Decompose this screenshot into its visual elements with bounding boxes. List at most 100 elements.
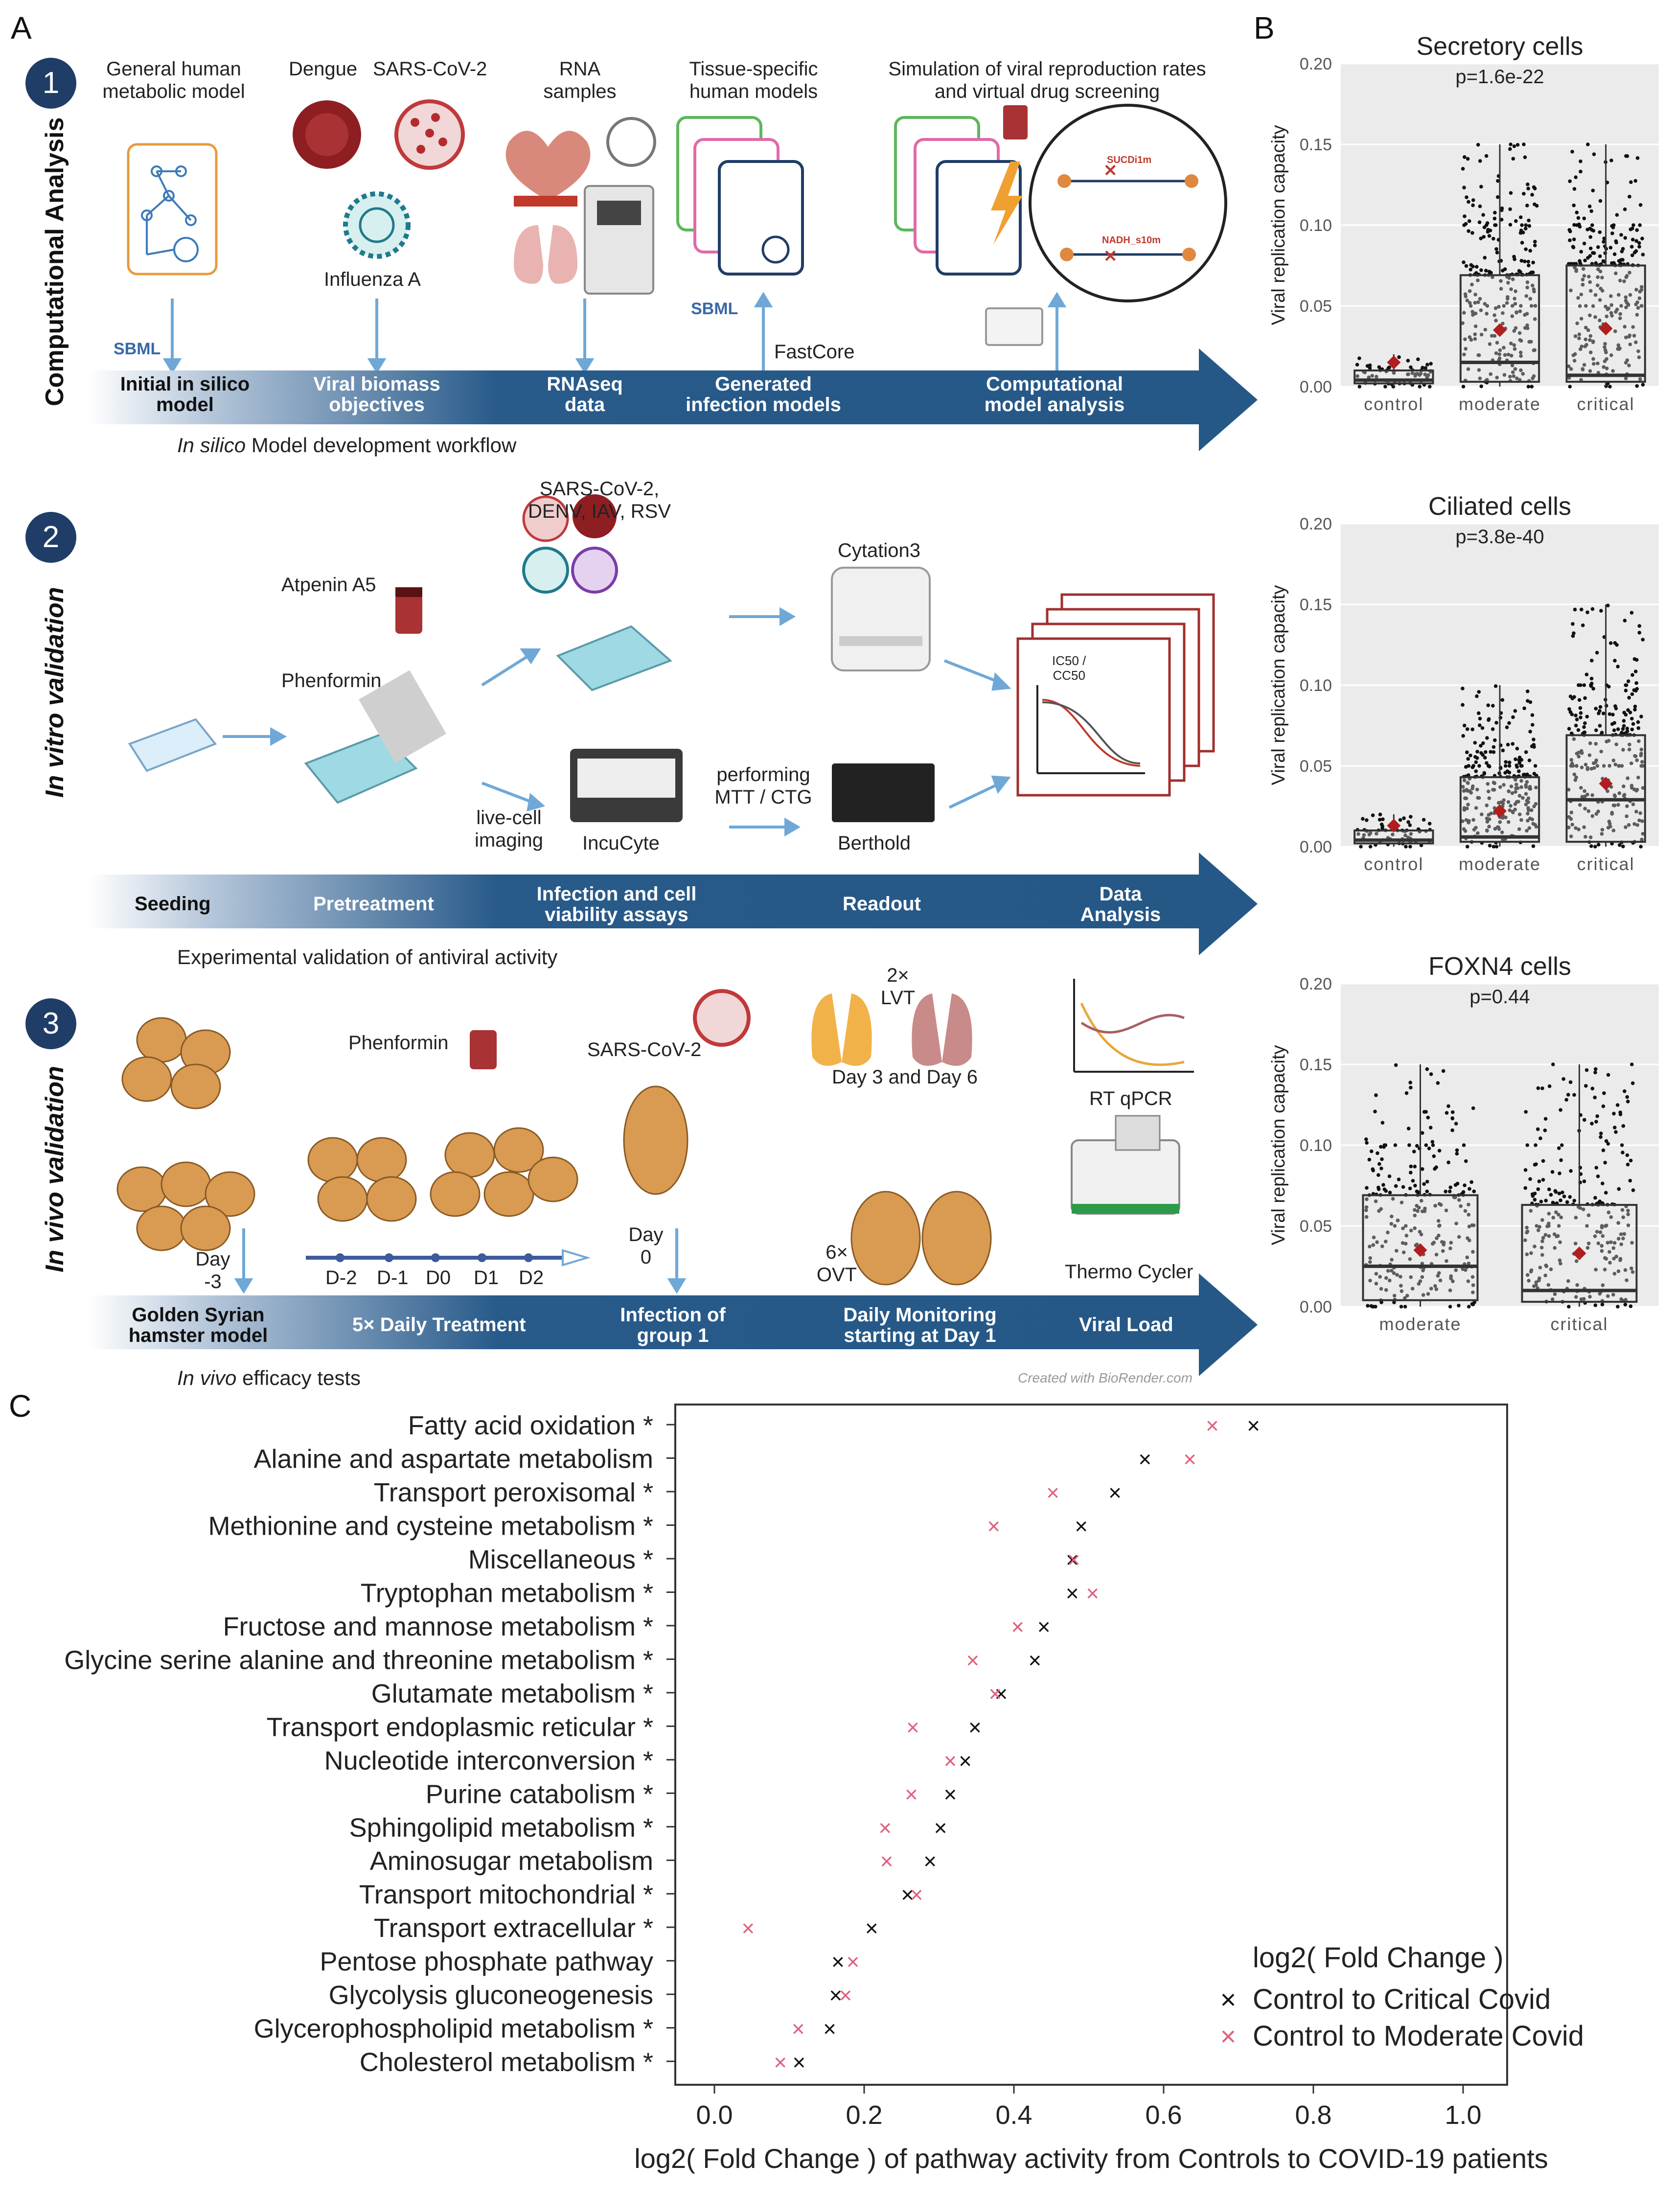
- jitter-point: [1634, 287, 1638, 292]
- jitter-point: [1368, 363, 1372, 368]
- jitter-point: [1383, 1240, 1388, 1244]
- jitter-point: [1531, 723, 1535, 727]
- jitter-point: [1527, 218, 1531, 223]
- jitter-point: [1641, 638, 1645, 642]
- jitter-point: [1515, 376, 1519, 381]
- jitter-point: [1619, 1232, 1623, 1236]
- jitter-point: [1610, 722, 1614, 726]
- jitter-point: [1618, 1112, 1623, 1116]
- jitter-point: [1473, 300, 1477, 305]
- jitter-point: [1570, 823, 1575, 827]
- jitter-point: [1596, 809, 1600, 813]
- jitter-point: [1533, 304, 1537, 308]
- jitter-point: [1479, 332, 1484, 337]
- jitter-point: [1569, 834, 1573, 838]
- jitter-point: [1564, 1098, 1568, 1102]
- jitter-point: [1616, 727, 1620, 731]
- jitter-point: [1509, 287, 1513, 291]
- jitter-point: [1601, 1104, 1605, 1108]
- jitter-point: [1634, 681, 1638, 685]
- jitter-point: [1596, 1241, 1601, 1245]
- jitter-point: [1601, 1283, 1605, 1287]
- jitter-point: [1525, 1273, 1530, 1277]
- pathway-label: Transport mitochondrial *: [359, 1880, 653, 1910]
- jitter-point: [1596, 361, 1600, 366]
- jitter-point: [1510, 791, 1514, 795]
- jitter-point: [1513, 709, 1517, 713]
- jitter-point: [1486, 703, 1491, 707]
- jitter-point: [1630, 692, 1634, 696]
- jitter-point: [1364, 1215, 1369, 1219]
- jitter-point: [1379, 1287, 1383, 1291]
- jitter-point: [1525, 280, 1530, 284]
- jitter-point: [1637, 624, 1642, 628]
- jitter-point: [1569, 367, 1573, 371]
- jitter-point: [1614, 240, 1618, 245]
- jitter-point: [1532, 804, 1536, 808]
- row-2-step-seeding: Seeding: [135, 893, 211, 915]
- jitter-point: [1421, 1293, 1425, 1297]
- cytation-device-icon: [831, 567, 931, 671]
- jitter-point: [1628, 742, 1631, 747]
- jitter-point: [1471, 1223, 1476, 1227]
- data-point-moderate: ×: [839, 1982, 852, 2008]
- jitter-point: [1585, 1224, 1589, 1228]
- jitter-point: [1557, 1146, 1561, 1150]
- jitter-point: [1602, 240, 1605, 244]
- jitter-point: [1582, 730, 1586, 735]
- jitter-point: [1371, 1305, 1375, 1309]
- jitter-point: [1579, 317, 1583, 321]
- y-tick-label: 0.10: [1300, 676, 1332, 695]
- jitter-point: [1633, 704, 1637, 709]
- jitter-point: [1567, 707, 1571, 711]
- jitter-point: [1568, 1195, 1572, 1199]
- jitter-point: [1605, 367, 1609, 370]
- jitter-point: [1464, 1159, 1468, 1163]
- jitter-point: [1604, 304, 1607, 309]
- jitter-point: [1615, 1103, 1620, 1107]
- jitter-point: [1639, 752, 1643, 756]
- x-axis-label: log2( Fold Change ) of pathway activity …: [634, 2143, 1548, 2174]
- influenza-icon: [343, 191, 411, 259]
- jitter-point: [1588, 369, 1592, 373]
- jitter-point: [1355, 374, 1359, 378]
- jitter-point: [1461, 687, 1465, 691]
- jitter-point: [1525, 312, 1529, 316]
- x-tick-label: critical: [1550, 1314, 1608, 1334]
- y-tick-label: 0.00: [1300, 838, 1332, 856]
- jitter-point: [1538, 1266, 1542, 1269]
- jitter-point: [1598, 230, 1602, 234]
- jitter-point: [1403, 1305, 1407, 1309]
- jitter-point: [1611, 713, 1615, 716]
- jitter-point: [1490, 334, 1494, 338]
- jitter-point: [1482, 772, 1487, 776]
- jitter-point: [1383, 385, 1387, 389]
- jitter-point: [1412, 1150, 1416, 1153]
- jitter-point: [1636, 720, 1640, 724]
- jitter-point: [1598, 724, 1602, 728]
- jitter-point: [1608, 246, 1613, 250]
- jitter-point: [1391, 1197, 1395, 1201]
- jitter-point: [1461, 734, 1465, 738]
- jitter-point: [1637, 245, 1641, 249]
- jitter-point: [1628, 711, 1632, 714]
- jitter-point: [1409, 1164, 1413, 1169]
- jitter-point: [1524, 223, 1528, 227]
- jitter-point: [1455, 1152, 1459, 1156]
- drug-bottle-icon-2: [470, 1030, 497, 1069]
- pathway-label: Glycerophospholipid metabolism *: [254, 2014, 653, 2044]
- jitter-point: [1356, 832, 1360, 836]
- jitter-point: [1462, 789, 1466, 793]
- jitter-point: [1492, 781, 1497, 785]
- jitter-point: [1436, 1219, 1441, 1223]
- jitter-point: [1415, 1144, 1419, 1148]
- jitter-point: [1533, 317, 1537, 321]
- jitter-point: [1585, 767, 1590, 771]
- jitter-point: [1574, 723, 1578, 728]
- jitter-point: [1635, 758, 1639, 762]
- jitter-point: [1572, 359, 1577, 363]
- jitter-point: [1507, 820, 1511, 824]
- jitter-point: [1622, 719, 1626, 723]
- jitter-point: [1467, 1261, 1471, 1266]
- jitter-point: [1623, 324, 1627, 329]
